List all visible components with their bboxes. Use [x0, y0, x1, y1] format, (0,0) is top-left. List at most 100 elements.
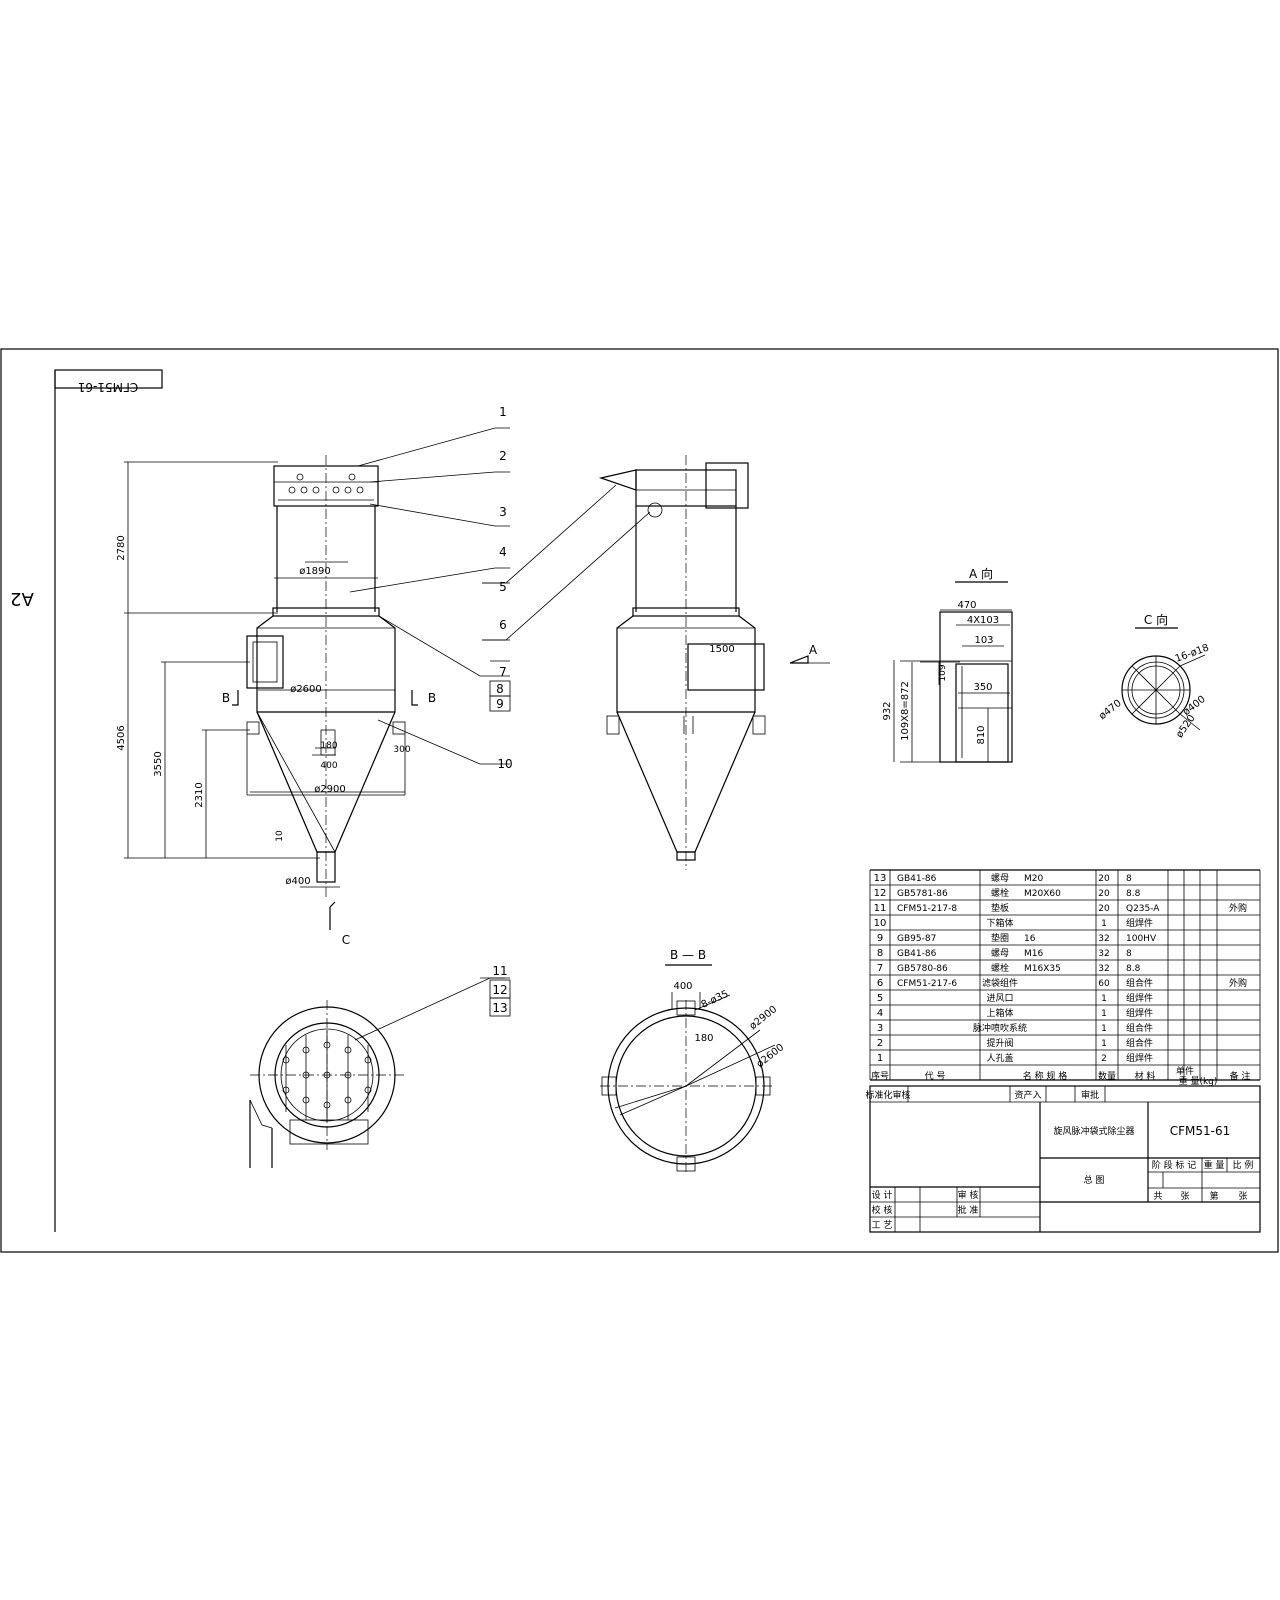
dim-4x103: 4X103	[967, 615, 999, 626]
tb-check2: 校 核	[872, 1204, 893, 1216]
pl-header-name: 名 称 规 格	[1023, 1070, 1068, 1082]
parts-cell-mat: Q235-A	[1126, 904, 1160, 914]
parts-cell-qty: 1	[1101, 919, 1107, 929]
parts-cell-no: 11	[874, 903, 887, 914]
parts-cell-spec: M16	[1024, 949, 1043, 959]
parts-cell-name: 螺栓	[991, 887, 1009, 899]
plan-view	[249, 977, 505, 1168]
tb-review: 审批	[1081, 1089, 1099, 1101]
view-a-title: A 向	[969, 566, 993, 581]
parts-cell-code: GB95-87	[897, 934, 936, 944]
sheet-size-label: A2	[10, 588, 34, 609]
tb-stage: 阶 段 标 记	[1152, 1159, 1197, 1171]
dim-109: 109	[938, 664, 948, 681]
parts-cell-no: 2	[877, 1038, 883, 1049]
parts-cell-no: 6	[877, 978, 883, 989]
parts-cell-mat: 8	[1126, 874, 1132, 884]
parts-cell-mat: 组焊件	[1126, 1052, 1153, 1064]
parts-cell-name: 进风口	[986, 993, 1013, 1004]
parts-cell-qty: 2	[1101, 1054, 1107, 1064]
parts-list-grid	[869, 869, 1261, 1081]
parts-cell-no: 3	[877, 1023, 883, 1034]
callout-8: 8	[496, 682, 504, 696]
parts-cell-mat: 组合件	[1126, 1037, 1153, 1049]
dim-d470-c: ø470	[1097, 698, 1124, 722]
parts-cell-name: 螺母	[991, 948, 1009, 959]
parts-cell-qty: 32	[1098, 949, 1109, 959]
dim-d400-c: ø400	[1181, 694, 1208, 718]
tb-drawing-no: CFM51-61	[1170, 1124, 1231, 1138]
parts-cell-code: GB41-86	[897, 874, 937, 884]
dim-d2600: ø2600	[290, 684, 322, 695]
dim-400-bb: 400	[673, 981, 692, 992]
parts-cell-spec: 16	[1024, 934, 1036, 944]
parts-cell-mat: 8	[1126, 949, 1132, 959]
parts-cell-name: 提升阀	[986, 1038, 1013, 1049]
dim-2780: 2780	[116, 535, 127, 560]
pl-header-note: 备 注	[1230, 1070, 1251, 1082]
dim-350: 350	[973, 682, 992, 693]
parts-cell-qty: 1	[1101, 1024, 1107, 1034]
pl-header-mat: 材 料	[1135, 1070, 1156, 1082]
parts-cell-mat: 8.8	[1126, 964, 1141, 974]
tb-approve: 批 准	[958, 1204, 979, 1216]
pl-header-weight: 重 量(kg)	[1179, 1075, 1218, 1087]
parts-cell-name: 人孔盖	[986, 1052, 1013, 1064]
parts-cell-qty: 20	[1098, 874, 1110, 884]
callout-13: 13	[492, 1001, 507, 1015]
dim-d1890: ø1890	[299, 566, 331, 577]
tb-subtitle: 总 图	[1084, 1174, 1105, 1186]
parts-cell-code: GB5780-86	[897, 964, 948, 974]
dim-109x8: 109X8=872	[900, 681, 911, 741]
dim-d400: ø400	[285, 876, 310, 887]
callout-12: 12	[492, 983, 507, 997]
parts-cell-no: 1	[877, 1053, 883, 1064]
dim-180-bb: 180	[694, 1033, 713, 1044]
tb-scale: 比 例	[1233, 1159, 1254, 1171]
dim-10-main: 10	[275, 830, 285, 842]
tb-sheet-total: 共	[1153, 1191, 1162, 1202]
view-mark-a: A	[809, 643, 818, 657]
title-block	[869, 1085, 1261, 1233]
view-c	[1121, 627, 1206, 731]
dim-1500: 1500	[709, 644, 734, 655]
pl-header-no: 序号	[871, 1070, 889, 1082]
section-bb	[600, 964, 776, 1172]
parts-cell-qty: 32	[1098, 964, 1109, 974]
parts-cell-name: 脉冲喷吹系统	[973, 1022, 1027, 1034]
parts-cell-qty: 1	[1101, 1009, 1107, 1019]
tb-check: 审 核	[958, 1189, 979, 1201]
callout-4: 4	[499, 545, 507, 559]
dim-16-d18: 16-ø18	[1174, 642, 1211, 664]
parts-cell-code: GB5781-86	[897, 889, 948, 899]
dim-470-a: 470	[957, 600, 976, 611]
callout-7: 7	[499, 665, 507, 679]
pl-header-code: 代 号	[925, 1071, 946, 1082]
pl-header-qty: 数量	[1098, 1070, 1116, 1082]
dim-3550: 3550	[153, 751, 164, 776]
parts-cell-code: CFM51-217-8	[897, 904, 957, 914]
dim-180-main: 180	[320, 741, 337, 751]
tb-sheet-n2: 张	[1238, 1191, 1247, 1202]
tb-std-check: 标准化审核	[865, 1089, 910, 1101]
dim-300-main: 300	[393, 745, 410, 755]
parts-cell-spec: M16X35	[1024, 964, 1061, 974]
parts-cell-note: 外购	[1229, 977, 1247, 989]
code-box	[54, 369, 163, 389]
callout-6: 6	[499, 618, 507, 632]
parts-cell-qty: 20	[1098, 889, 1110, 899]
side-view	[482, 455, 830, 870]
main-front-view	[124, 427, 510, 930]
parts-cell-no: 10	[874, 918, 887, 929]
parts-cell-name: 螺母	[991, 873, 1009, 884]
dim-4506: 4506	[116, 725, 127, 750]
dim-8-d35: 8-ø35	[700, 989, 731, 1011]
parts-cell-mat: 组焊件	[1126, 992, 1153, 1004]
parts-cell-qty: 1	[1101, 994, 1107, 1004]
parts-cell-qty: 1	[1101, 1039, 1107, 1049]
parts-cell-qty: 60	[1098, 979, 1110, 989]
dim-810: 810	[976, 725, 987, 744]
parts-cell-no: 5	[877, 993, 883, 1004]
